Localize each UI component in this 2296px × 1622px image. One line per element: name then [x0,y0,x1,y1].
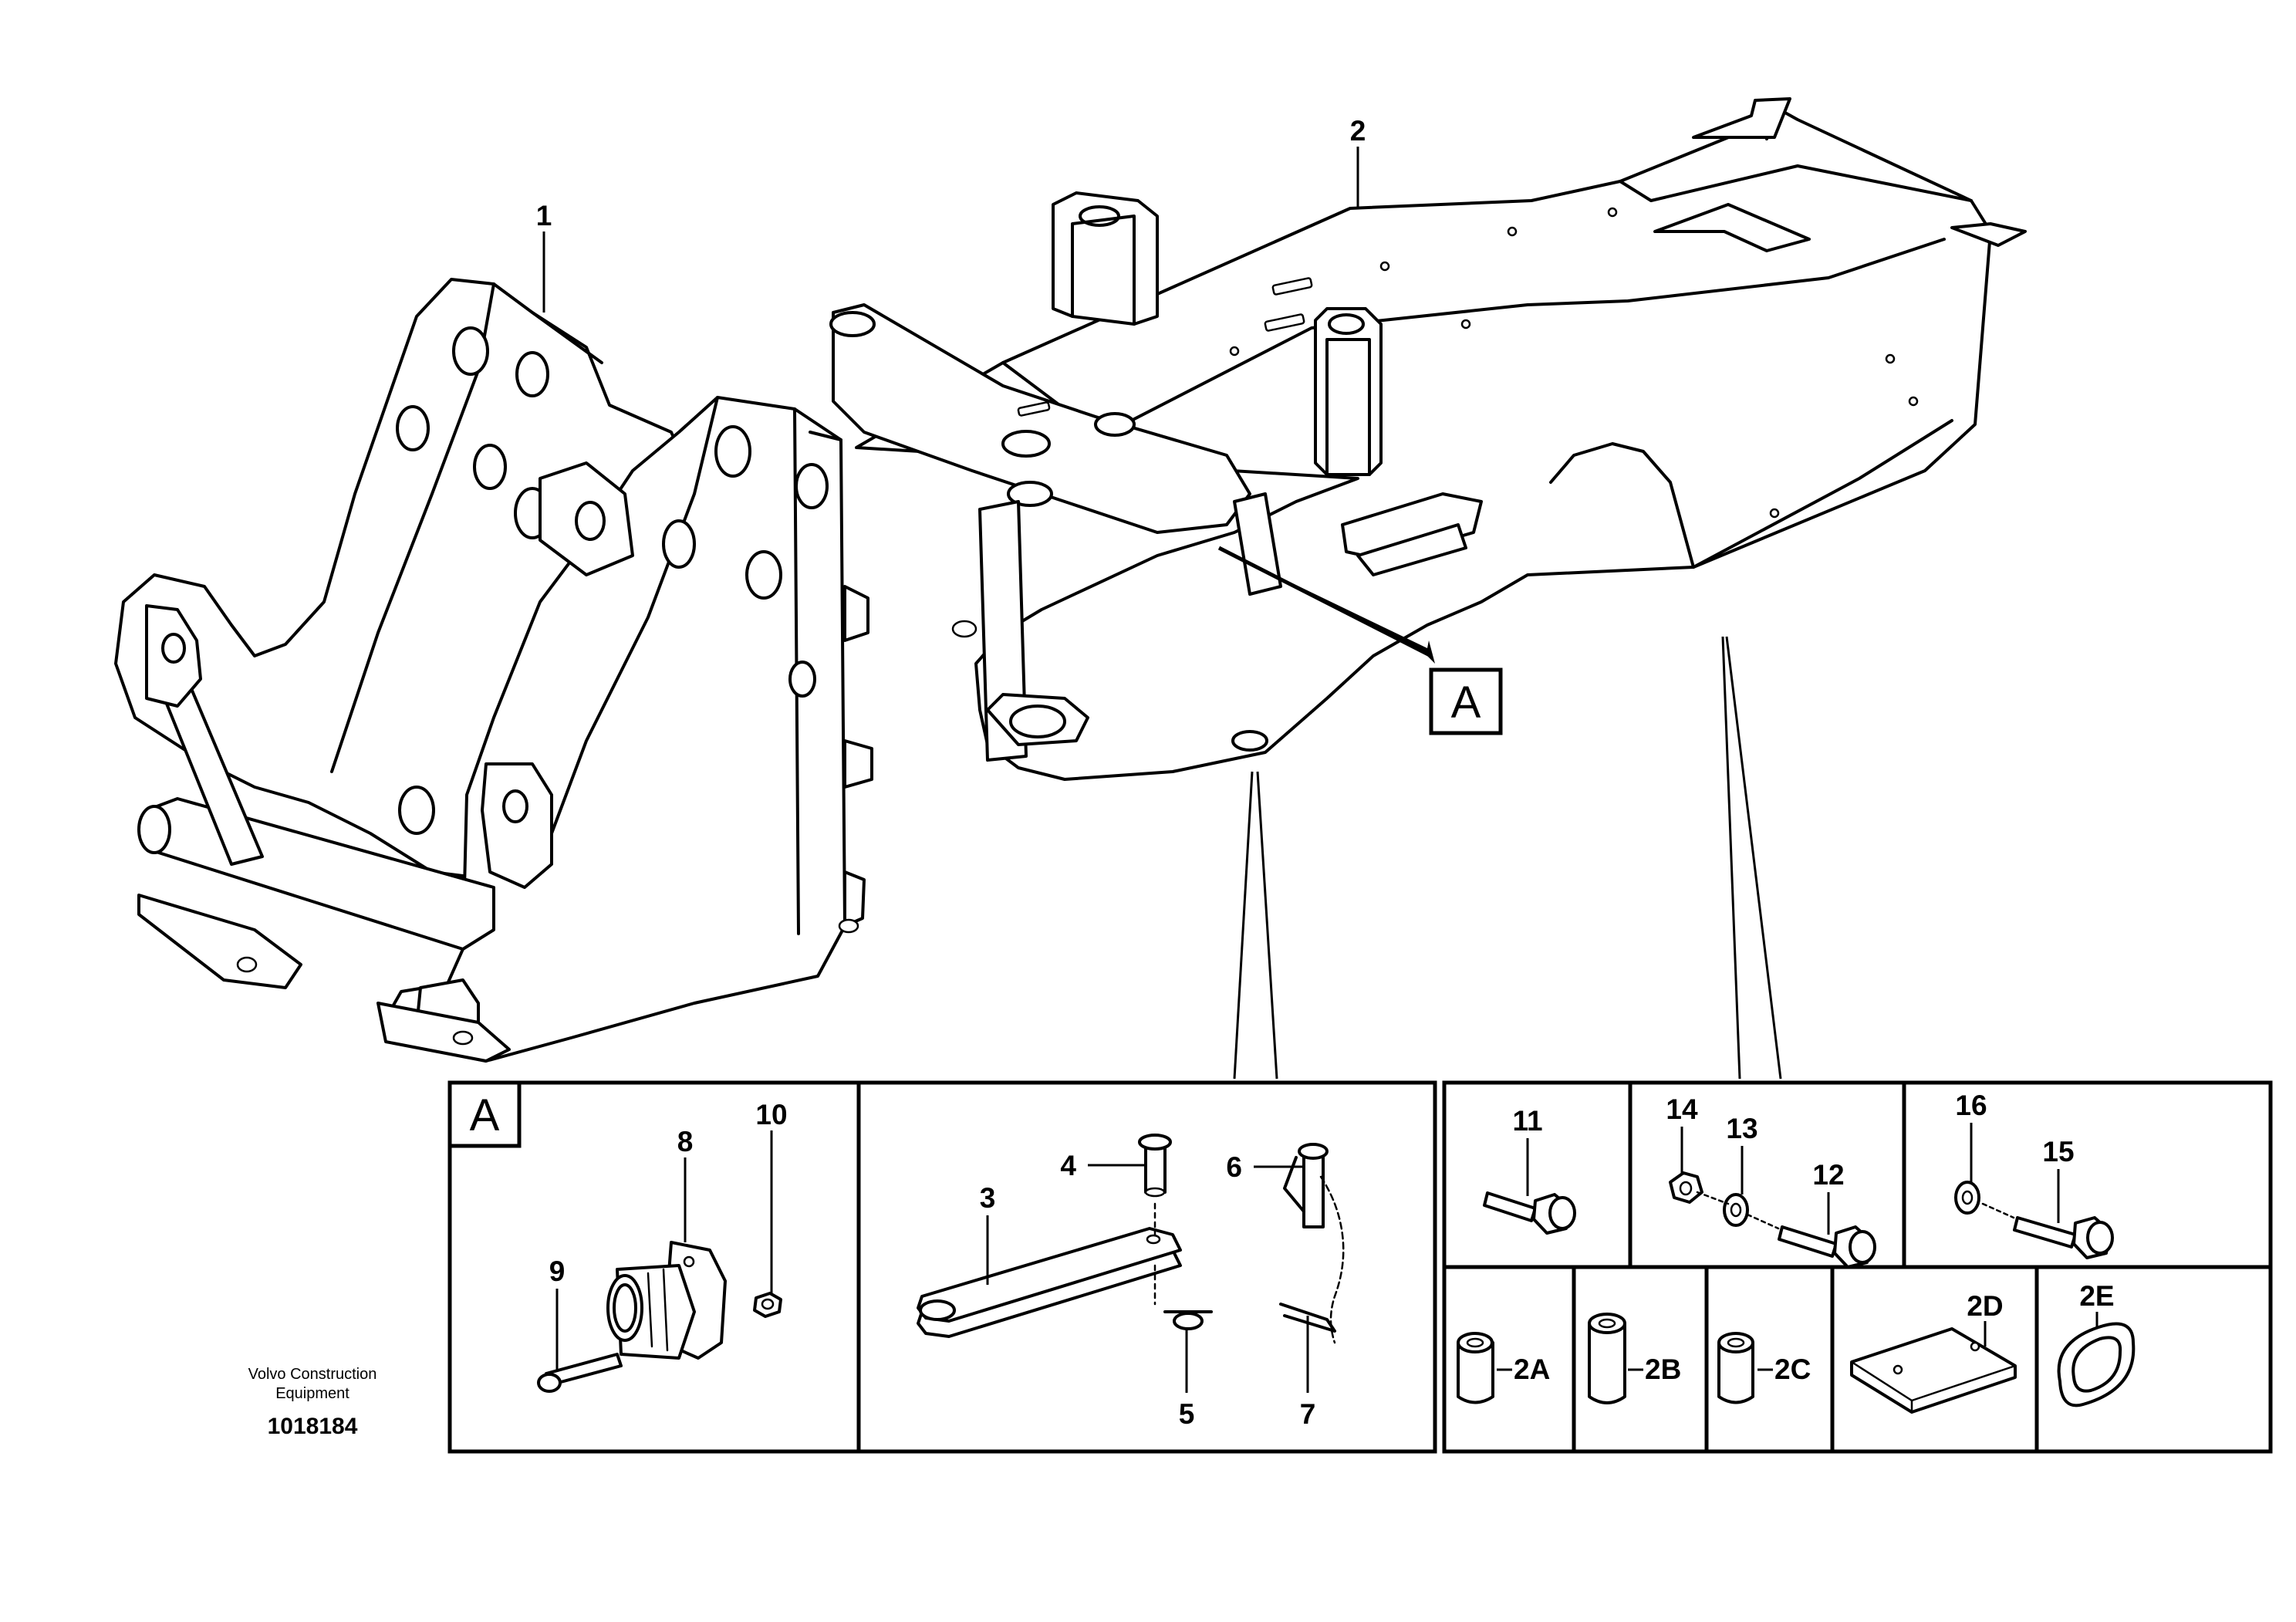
item-3-link [917,1215,1182,1338]
item-2D-plate [1850,1321,2017,1414]
item-5-clip [1153,1264,1213,1393]
item-12-bolt [1696,1191,1876,1269]
label-4: 4 [1060,1150,1076,1181]
item-6-lynch-pin [1254,1143,1345,1344]
detail-a-label: A [1451,678,1481,728]
drawing-identification: Volvo Construction Equipment 1018184 [248,1366,377,1439]
label-5: 5 [1179,1398,1195,1430]
item-8-flange [606,1157,727,1360]
item-16-washer [1954,1123,1980,1215]
item-7-split-pin [1279,1303,1336,1393]
label-10: 10 [755,1099,787,1130]
label-15: 15 [2042,1136,2074,1168]
company-name-line1: Volvo Construction [248,1366,377,1383]
label-9: 9 [549,1255,566,1287]
drawing-number: 1018184 [268,1414,358,1439]
item-2A-bushing [1457,1332,1512,1404]
item-13-washer [1723,1146,1749,1227]
item-2B-bushing [1588,1313,1643,1404]
label-14: 14 [1666,1093,1698,1125]
company-name-line2: Equipment [275,1385,349,1402]
callout-1: 1 [536,200,552,313]
label-1: 1 [536,200,552,231]
label-2: 2 [1350,115,1366,147]
label-11: 11 [1512,1105,1542,1137]
item-15-bolt [1981,1169,2114,1259]
label-13: 13 [1726,1113,1757,1144]
detail-a-callout: A [1217,546,1503,735]
label-2D: 2D [1967,1290,2003,1322]
rear-frame-drawing [829,97,2027,781]
detail-box-a: A 8 9 10 [447,1080,1437,1454]
item-4-pin [1088,1134,1172,1236]
front-frame-drawing [114,278,873,1063]
label-12: 12 [1812,1159,1844,1191]
label-8: 8 [677,1126,694,1157]
item-11-flange-bolt [1483,1138,1576,1235]
detail-box-a-title: A [470,1090,500,1140]
item-2E-gasket [2057,1312,2136,1407]
box-leaders [1233,636,1782,1080]
item-2C-bushing [1717,1332,1773,1404]
item-9-bolt [537,1289,623,1393]
label-2C: 2C [1774,1353,1811,1385]
label-16: 16 [1955,1090,1987,1121]
label-6: 6 [1226,1151,1242,1183]
callout-2: 2 [1350,115,1366,208]
label-2B: 2B [1645,1353,1681,1385]
item-10-nut [753,1130,782,1318]
label-3: 3 [980,1182,996,1214]
label-2E: 2E [2079,1280,2114,1312]
hardware-box: 11 14 13 12 16 [1442,1080,2273,1454]
item-14-nut [1669,1127,1703,1204]
label-2A: 2A [1514,1353,1550,1385]
label-7: 7 [1300,1398,1316,1430]
